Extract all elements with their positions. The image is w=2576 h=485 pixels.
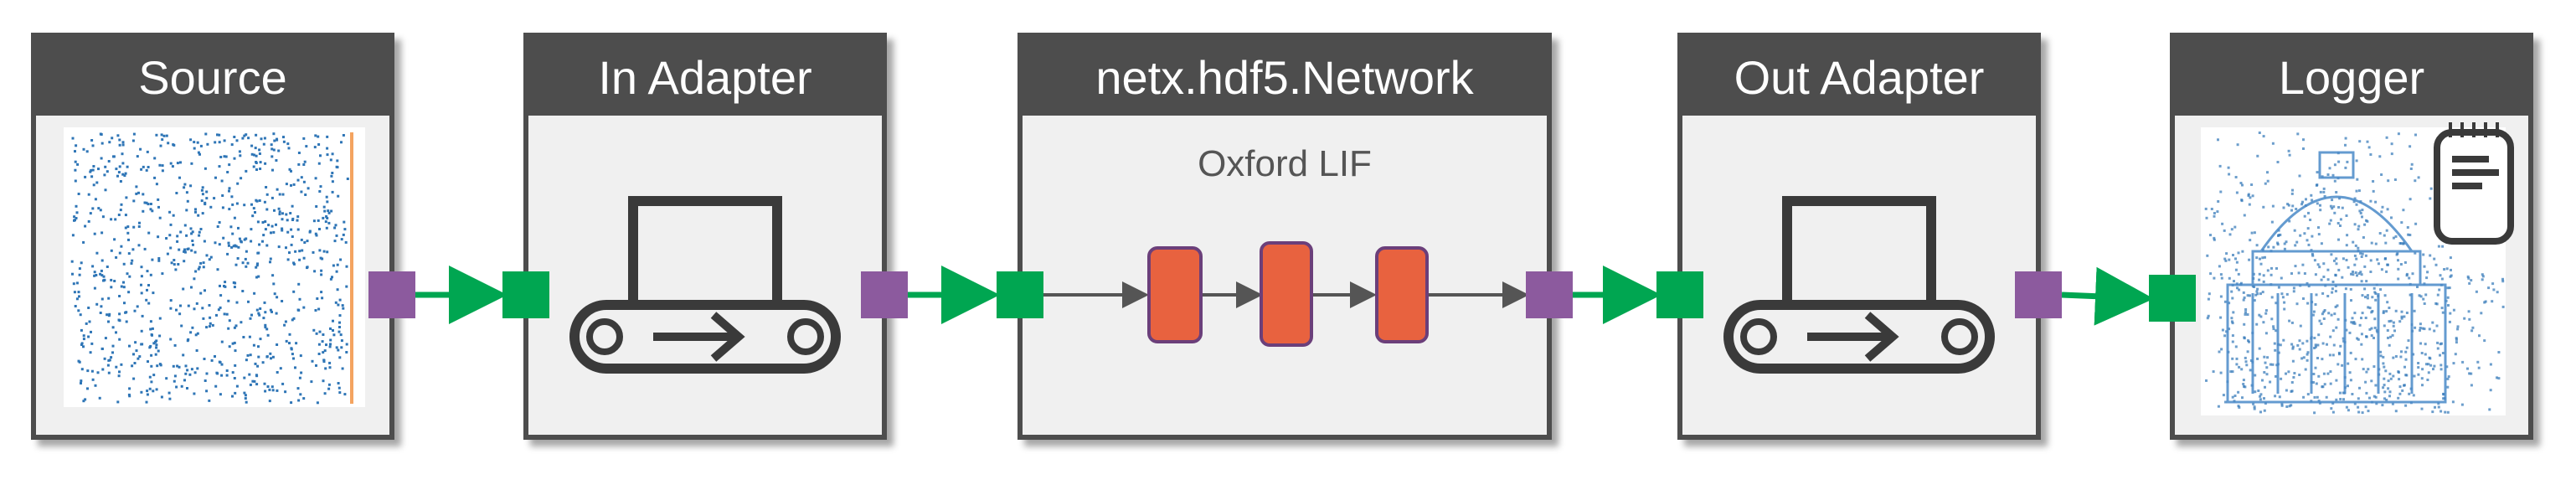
logger-in-port[interactable] xyxy=(2149,275,2196,322)
network-in-port[interactable] xyxy=(997,271,1043,318)
conveyor-belt-icon xyxy=(1723,196,1995,374)
source-header xyxy=(33,35,392,116)
out-adapter-out-port[interactable] xyxy=(2015,271,2062,318)
in-adapter-block: In Adapter xyxy=(523,33,887,440)
network-block: netx.hdf5.Network Oxford LIF xyxy=(1018,33,1552,440)
lif-layer-1 xyxy=(1147,246,1203,343)
source-title: Source xyxy=(138,51,286,104)
network-header xyxy=(1020,35,1549,116)
in-adapter-title: In Adapter xyxy=(598,51,811,104)
out-adapter-in-port[interactable] xyxy=(1656,271,1703,318)
lif-layer-2 xyxy=(1260,241,1313,347)
network-subtitle: Oxford LIF xyxy=(1198,143,1372,184)
out-adapter-block: Out Adapter xyxy=(1677,33,2041,440)
connections xyxy=(415,266,2154,326)
logger-title: Logger xyxy=(2279,51,2424,104)
logger-block: Logger xyxy=(2170,33,2533,440)
source-block: Source xyxy=(31,33,394,440)
logger-header xyxy=(2172,35,2531,116)
spike-raster-dots xyxy=(70,132,349,405)
spike-raster-plot xyxy=(64,127,365,407)
out-adapter-title: Out Adapter xyxy=(1734,51,1985,104)
notepad-icon xyxy=(2434,122,2514,245)
network-title: netx.hdf5.Network xyxy=(1095,51,1474,104)
network-out-port[interactable] xyxy=(1526,271,1573,318)
in-adapter-header xyxy=(526,35,884,116)
lif-layer-3 xyxy=(1375,246,1429,343)
conveyor-belt-icon xyxy=(569,196,841,374)
arrow-out-adapter-to-logger xyxy=(2061,266,2154,326)
source-out-port[interactable] xyxy=(368,271,415,318)
in-adapter-out-port[interactable] xyxy=(861,271,908,318)
out-adapter-header xyxy=(1680,35,2038,116)
in-adapter-in-port[interactable] xyxy=(502,271,549,318)
